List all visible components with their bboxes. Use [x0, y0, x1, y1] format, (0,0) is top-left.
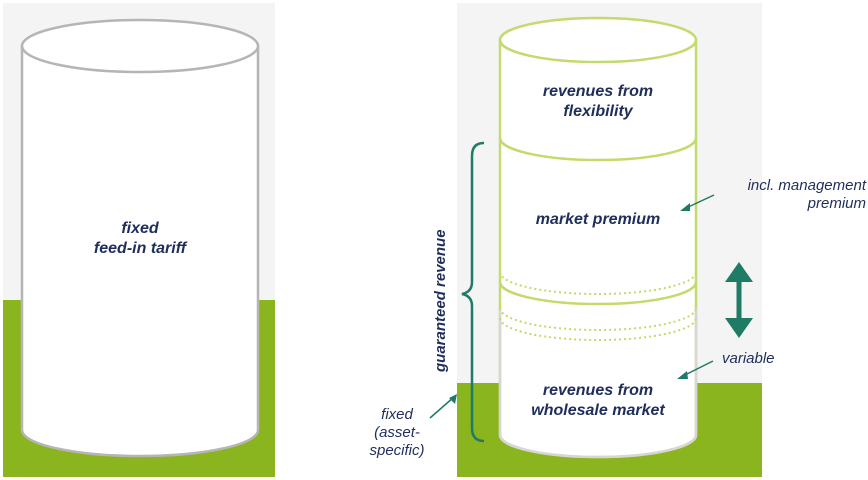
pointer-fixed-asset: [429, 394, 457, 419]
segment-wholesale-label: revenues from wholesale market: [508, 381, 688, 421]
variable-note: variable: [722, 350, 775, 367]
fixed-asset-note: fixed (asset- specific): [364, 406, 430, 460]
segment-flexibility-line1: revenues from: [542, 83, 654, 100]
fixed-asset-line3: specific): [369, 442, 425, 459]
guaranteed-revenue-label: guaranteed revenue: [432, 229, 449, 372]
divider-premium: [498, 281, 698, 306]
incl-management-line1: incl. management: [747, 177, 866, 194]
segment-wholesale-line1: revenues from: [542, 382, 654, 399]
pointer-variable: [677, 360, 714, 379]
left-cylinder: [20, 18, 260, 458]
left-label-line2: feed-in tariff: [93, 240, 187, 257]
right-cylinder: [498, 16, 698, 459]
left-label-line1: fixed: [121, 220, 159, 237]
dotted-band-top: [499, 271, 697, 295]
fixed-asset-line2: (asset-: [374, 424, 420, 441]
pointer-incl-management: [680, 194, 715, 211]
wholesale-segment-outline: [498, 308, 698, 459]
incl-management-line2: premium: [807, 195, 866, 212]
segment-flexibility-line2: flexibility: [563, 103, 633, 120]
variable-double-arrow: [725, 262, 753, 338]
dotted-band-bottom: [499, 307, 697, 331]
guaranteed-brace: [461, 141, 485, 443]
segment-flexibility-label: revenues from flexibility: [518, 82, 678, 122]
segment-wholesale-line2: wholesale market: [531, 402, 665, 419]
segment-market-premium-label: market premium: [518, 210, 678, 230]
cylinder-top: [498, 16, 698, 64]
fixed-asset-line1: fixed: [381, 406, 413, 423]
segment-market-premium-line1: market premium: [535, 211, 661, 228]
divider-flexibility: [498, 137, 698, 162]
incl-management-note: incl. management premium: [712, 177, 866, 213]
left-label: fixed feed-in tariff: [60, 219, 220, 259]
dotted-band-lower: [499, 317, 697, 341]
